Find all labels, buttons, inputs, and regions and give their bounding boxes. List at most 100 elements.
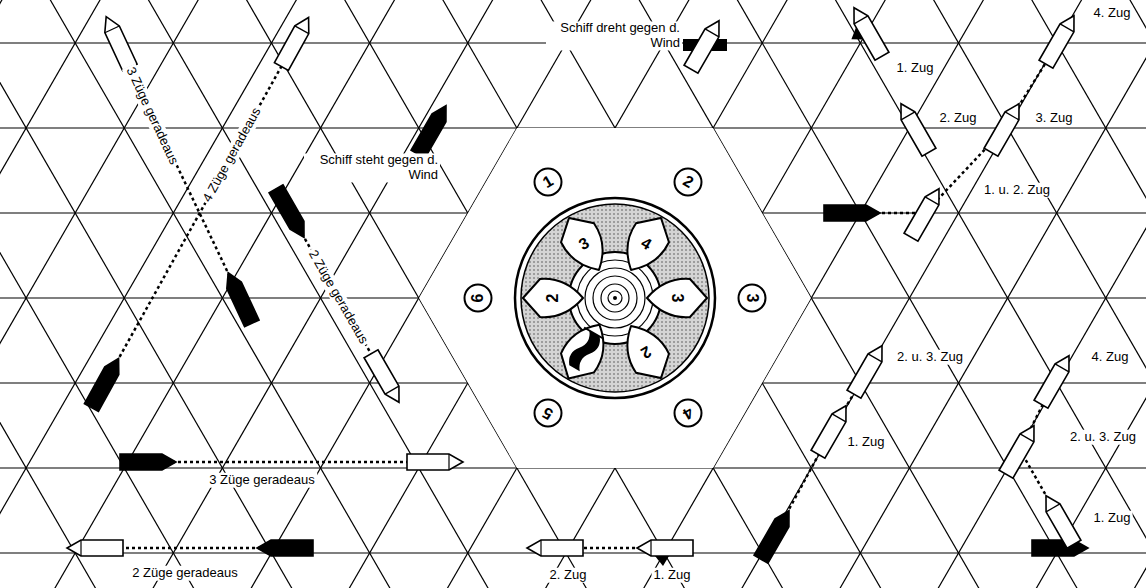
ship-hull: [364, 350, 406, 406]
ship: [269, 185, 311, 241]
move-label: 1. Zug: [1092, 511, 1133, 526]
ship: [274, 14, 315, 71]
ship-hull: [67, 540, 123, 556]
ship: [407, 454, 463, 470]
grid-line: [19, 0, 819, 588]
ship: [84, 355, 125, 412]
grid-line: [1000, 0, 1146, 588]
ship-bow: [1055, 364, 1069, 372]
ship-hull: [257, 540, 313, 556]
ship-hull: [84, 355, 125, 412]
move-label: 2 Züge geradeaus: [130, 566, 240, 581]
grid-line: [215, 0, 1015, 588]
ship-hull: [221, 269, 259, 327]
ship: [847, 342, 889, 398]
grid-line: [0, 0, 132, 588]
move-label: 3 Züge geradeaus: [207, 473, 317, 488]
move-label: 4. Zug: [1090, 350, 1131, 365]
grid-line: [411, 0, 1146, 588]
ship-hull: [1034, 352, 1076, 408]
wind-petal: [552, 315, 617, 388]
ship: [1039, 492, 1081, 548]
ship: [999, 422, 1041, 478]
move-label: 2. u. 3. Zug: [1068, 430, 1138, 445]
ship-hull: [847, 342, 889, 398]
grid-line: [0, 0, 622, 588]
ship-hull: [407, 454, 463, 470]
grid-line: [608, 0, 1146, 588]
move-label: 2. Zug: [938, 111, 979, 126]
ship-hull: [904, 185, 946, 241]
ship-hull: [824, 205, 880, 221]
field-number: 3: [669, 294, 685, 303]
move-label: 1. Zug: [652, 568, 693, 583]
ship: [99, 13, 137, 71]
move-label: 2 Züge geradeaus: [304, 246, 371, 348]
rule-note: Schiff steht gegen d. Wind: [304, 153, 440, 182]
ship-hull: [847, 4, 889, 60]
grid-line: [0, 0, 721, 588]
grid-line: [0, 0, 622, 588]
ship-bow: [448, 454, 449, 470]
ship: [838, 4, 889, 65]
move-label: 2. u. 3. Zug: [895, 350, 965, 365]
ship: [637, 540, 693, 566]
number-circle: 5: [533, 398, 563, 428]
move-label: 1. u. 2. Zug: [982, 183, 1052, 198]
grid-line: [0, 0, 132, 588]
move-track: [148, 461, 435, 464]
grid-line: [902, 0, 1146, 588]
field-number: 2: [545, 294, 561, 303]
ship-hull: [894, 100, 936, 156]
ship-bow: [868, 354, 882, 362]
ship: [824, 205, 880, 221]
ship: [1039, 12, 1081, 68]
ship-hull: [684, 17, 726, 73]
ship-hull: [999, 422, 1041, 478]
ship: [1032, 540, 1088, 556]
number-circle: 1: [533, 167, 563, 197]
grid-line: [1098, 0, 1146, 588]
ship: [754, 507, 796, 563]
field-number: 6: [470, 294, 486, 303]
grid-line: [313, 0, 1113, 588]
ship-bow: [105, 26, 120, 33]
move-track: [105, 42, 295, 383]
ship-hull: [274, 14, 315, 71]
ship-bow: [80, 540, 81, 556]
ship-bow: [901, 112, 915, 120]
grid-line: [902, 0, 1146, 588]
ship-hull: [1032, 540, 1088, 556]
number-circle: 3: [737, 283, 767, 313]
ship-hull: [269, 185, 311, 241]
grid-line: [804, 0, 1146, 588]
ship: [120, 454, 176, 470]
ship-bow: [925, 197, 939, 205]
ship-bow: [1046, 504, 1060, 512]
grid-line: [411, 0, 1146, 588]
ship: [221, 269, 259, 327]
grid-line: [509, 0, 1146, 588]
grid-line: [0, 0, 426, 588]
compass-petal: 2: [522, 276, 584, 320]
ship-hull: [637, 540, 693, 556]
move-label: 4 Züge geradeaus: [199, 104, 265, 207]
ship-bow: [385, 386, 399, 394]
grid-line: [608, 0, 1146, 588]
ship-hull: [120, 454, 176, 470]
ship-bow: [1005, 112, 1019, 120]
grid-line: [117, 0, 917, 588]
ship: [67, 540, 123, 556]
ship: [411, 102, 453, 158]
ship-bow: [1060, 24, 1074, 32]
ship-bow: [295, 26, 309, 34]
grid-line: [117, 0, 917, 588]
grid-line: [0, 0, 230, 588]
grid-line: [0, 0, 230, 588]
ship: [527, 540, 583, 556]
ship-hull: [99, 13, 137, 71]
grid-line: [19, 0, 819, 588]
ship: [904, 185, 946, 241]
ship-hull: [411, 102, 453, 158]
